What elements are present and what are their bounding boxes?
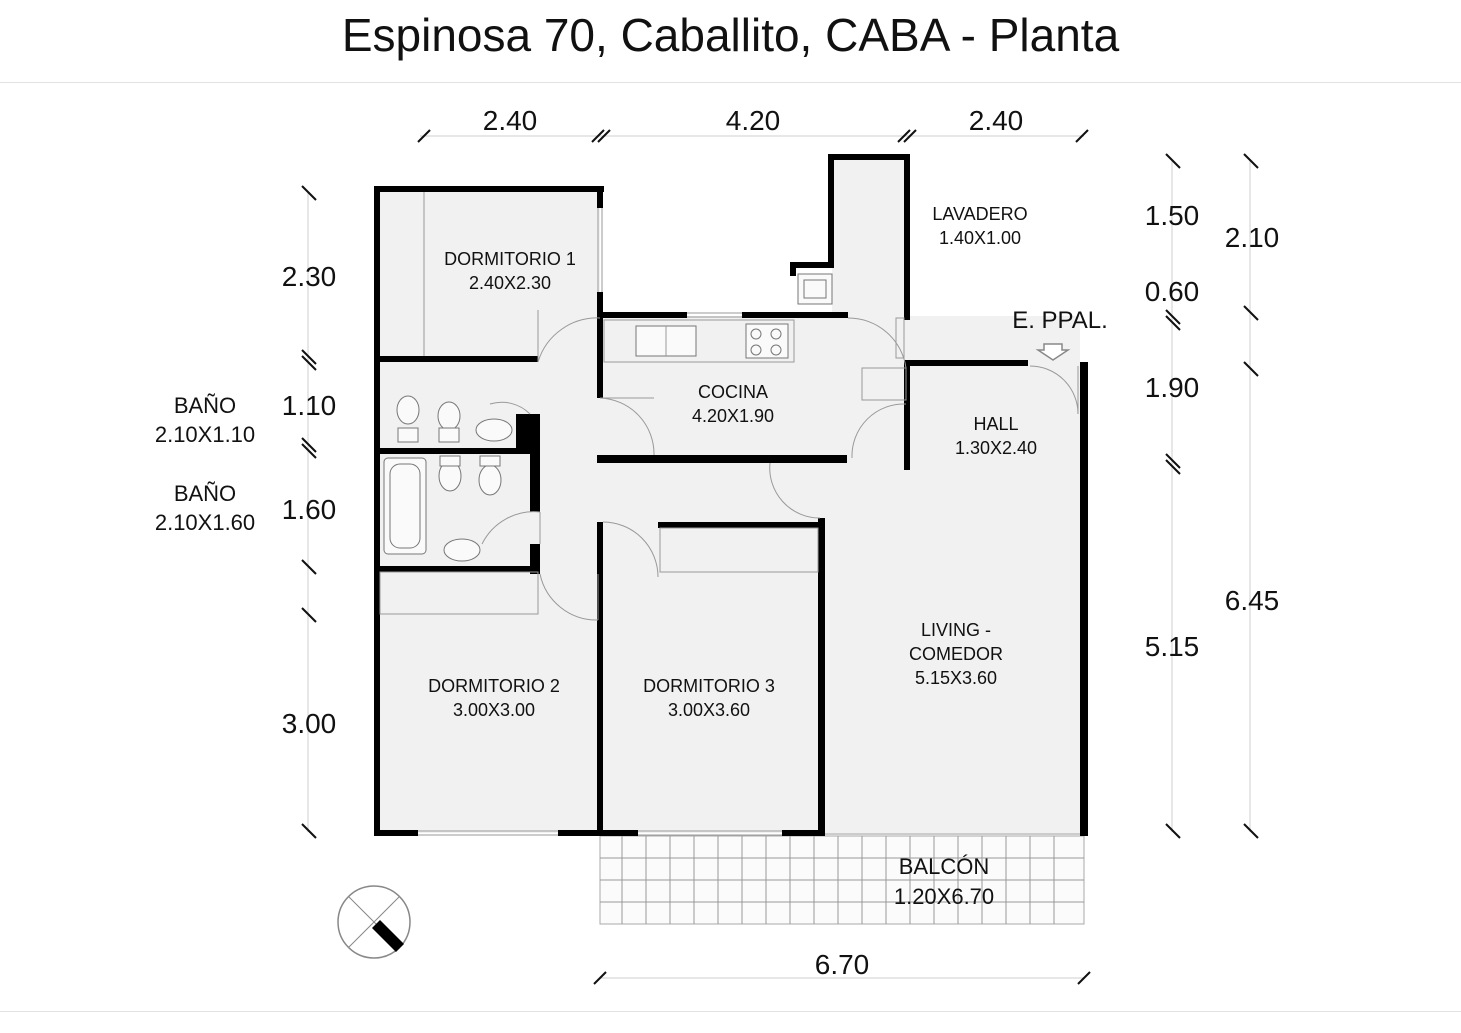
room-labels: DORMITORIO 1 2.40X2.30 LAVADERO 1.40X1.0… bbox=[155, 204, 1108, 909]
room-hall-size: 1.30X2.40 bbox=[955, 438, 1037, 458]
room-dormitorio2-name: DORMITORIO 2 bbox=[428, 676, 560, 696]
dim-right-1: 1.50 bbox=[1145, 200, 1200, 231]
plan-title: Espinosa 70, Caballito, CABA - Planta bbox=[341, 9, 1120, 61]
dim-left-mid2: 1.60 bbox=[282, 494, 337, 525]
room-bano1-name: BAÑO bbox=[174, 393, 236, 418]
room-dormitorio1-size: 2.40X2.30 bbox=[469, 273, 551, 293]
room-dormitorio2-size: 3.00X3.00 bbox=[453, 700, 535, 720]
room-dormitorio3-name: DORMITORIO 3 bbox=[643, 676, 775, 696]
room-living-name2: COMEDOR bbox=[909, 644, 1003, 664]
room-cocina-name: COCINA bbox=[698, 382, 768, 402]
title-divider bbox=[0, 82, 1461, 83]
room-hall-name: HALL bbox=[973, 414, 1018, 434]
dim-right-total-top: 2.10 bbox=[1225, 222, 1280, 253]
balcony bbox=[599, 835, 1085, 925]
room-dormitorio3-size: 3.00X3.60 bbox=[668, 700, 750, 720]
room-living-name1: LIVING - bbox=[921, 620, 991, 640]
dim-right-3: 1.90 bbox=[1145, 372, 1200, 403]
bottom-divider bbox=[0, 1011, 1461, 1012]
north-compass-icon bbox=[337, 885, 411, 959]
dimension-labels: 2.40 4.20 2.40 2.30 1.10 1.60 3.00 1.50 … bbox=[282, 105, 1280, 980]
room-balcon-name: BALCÓN bbox=[899, 854, 989, 879]
fixtures bbox=[379, 192, 833, 615]
dim-right-4: 5.15 bbox=[1145, 631, 1200, 662]
room-dormitorio1-name: DORMITORIO 1 bbox=[444, 249, 576, 269]
room-bano2-size: 2.10X1.60 bbox=[155, 510, 255, 535]
room-living-size: 5.15X3.60 bbox=[915, 668, 997, 688]
room-lavadero-name: LAVADERO bbox=[932, 204, 1027, 224]
room-cocina-size: 4.20X1.90 bbox=[692, 406, 774, 426]
entrance-label: E. PPAL. bbox=[1012, 307, 1108, 334]
dim-left-top: 2.30 bbox=[282, 261, 337, 292]
doors bbox=[481, 310, 1079, 621]
dim-left-bottom: 3.00 bbox=[282, 708, 337, 739]
room-bano1-size: 2.10X1.10 bbox=[155, 422, 255, 447]
room-balcon-size: 1.20X6.70 bbox=[894, 884, 994, 909]
room-lavadero-size: 1.40X1.00 bbox=[939, 228, 1021, 248]
dim-right-2: 0.60 bbox=[1145, 276, 1200, 307]
room-bano2-name: BAÑO bbox=[174, 481, 236, 506]
dim-top-left: 2.40 bbox=[483, 105, 538, 136]
entry-arrow-icon bbox=[1035, 343, 1071, 361]
dim-bottom: 6.70 bbox=[815, 949, 870, 980]
dimension-lines bbox=[301, 129, 1259, 985]
dim-right-total-bottom: 6.45 bbox=[1225, 585, 1280, 616]
windows bbox=[418, 208, 1080, 836]
dim-top-right: 2.40 bbox=[969, 105, 1024, 136]
dim-left-mid1: 1.10 bbox=[282, 390, 337, 421]
dim-top-mid: 4.20 bbox=[726, 105, 781, 136]
walls bbox=[374, 154, 1088, 836]
